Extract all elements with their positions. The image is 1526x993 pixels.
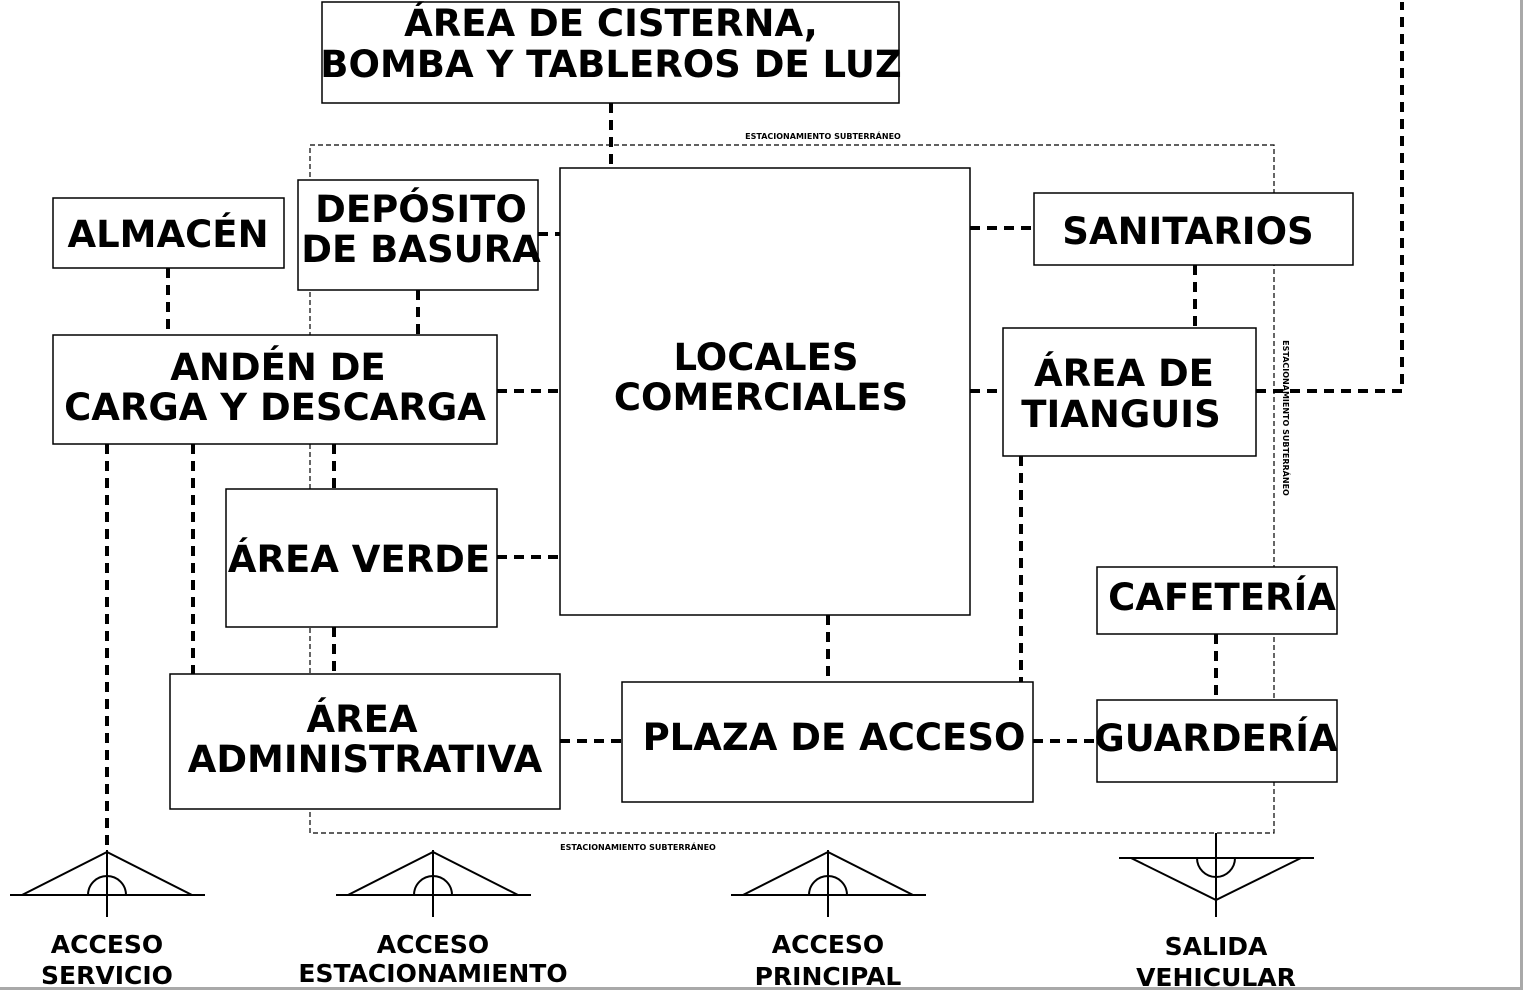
- room-verde: ÁREA VERDE: [225, 488, 498, 628]
- entrance-arrow-icon: [336, 850, 531, 917]
- access-label: SALIDA: [1165, 932, 1268, 961]
- room-locales: LOCALES COMERCIALES: [559, 167, 971, 616]
- room-anden: ANDÉN DE CARGA Y DESCARGA: [52, 334, 498, 445]
- room-label: ADMINISTRATIVA: [188, 738, 543, 781]
- room-label: DE BASURA: [301, 228, 541, 271]
- room-deposito: DEPÓSITO DE BASURA: [297, 179, 541, 291]
- room-label: BOMBA Y TABLEROS DE LUZ: [320, 43, 901, 86]
- access-label: ACCESO: [377, 930, 489, 959]
- connections: [105, 2, 1404, 850]
- access-principal: ACCESO PRINCIPAL: [755, 930, 902, 991]
- room-label: CAFETERÍA: [1108, 575, 1336, 619]
- parking-label-bottom: ESTACIONAMIENTO SUBTERRÁNEO: [560, 841, 716, 852]
- access-label: SERVICIO: [41, 961, 173, 990]
- room-sanitarios: SANITARIOS: [1033, 192, 1354, 266]
- room-almacen: ALMACÉN: [52, 197, 285, 269]
- access-label: VEHICULAR: [1136, 963, 1296, 992]
- access-label: PRINCIPAL: [755, 962, 902, 991]
- room-tianguis: ÁREA DE TIANGUIS: [1002, 327, 1257, 457]
- room-label: TIANGUIS: [1021, 393, 1220, 436]
- access-servicio: ACCESO SERVICIO: [41, 930, 173, 990]
- room-label: PLAZA DE ACCESO: [643, 716, 1026, 759]
- room-label: COMERCIALES: [614, 376, 908, 419]
- room-label: ANDÉN DE: [170, 345, 385, 389]
- link-tianguis-cisterna: [1256, 2, 1404, 393]
- room-label: DEPÓSITO: [315, 187, 527, 231]
- room-label: ÁREA DE: [1034, 351, 1214, 395]
- room-label: CARGA Y DESCARGA: [64, 386, 486, 429]
- room-label: SANITARIOS: [1062, 210, 1313, 253]
- access-salida: SALIDA VEHICULAR: [1136, 932, 1296, 992]
- room-label: ÁREA VERDE: [228, 537, 490, 581]
- room-guarderia: GUARDERÍA: [1094, 699, 1338, 783]
- entrance-arrow-icon: [731, 850, 926, 917]
- room-plaza: PLAZA DE ACCESO: [621, 681, 1034, 803]
- room-label: ÁREA DE CISTERNA,: [404, 1, 818, 45]
- entrance-arrow-icon: [10, 850, 205, 917]
- room-cafeteria: CAFETERÍA: [1096, 566, 1338, 635]
- room-label: ÁREA: [306, 697, 417, 741]
- access-label: ESTACIONAMIENTO: [298, 959, 567, 988]
- room-label: ALMACÉN: [67, 212, 268, 256]
- room-administrativa: ÁREA ADMINISTRATIVA: [169, 673, 561, 810]
- access-label: ACCESO: [51, 930, 163, 959]
- room-label: GUARDERÍA: [1094, 716, 1338, 760]
- parking-label-side: ESTACIONAMIENTO SUBTERRÁNEO: [1281, 340, 1292, 496]
- exit-arrow-icon: [1119, 833, 1314, 917]
- access-symbols: [10, 833, 1314, 917]
- room-label: LOCALES: [674, 336, 859, 379]
- parking-label-top: ESTACIONAMIENTO SUBTERRÁNEO: [745, 130, 901, 141]
- access-estacionamiento: ACCESO ESTACIONAMIENTO: [298, 930, 567, 988]
- room-cisterna: ÁREA DE CISTERNA, BOMBA Y TABLEROS DE LU…: [320, 1, 902, 104]
- access-label: ACCESO: [772, 930, 884, 959]
